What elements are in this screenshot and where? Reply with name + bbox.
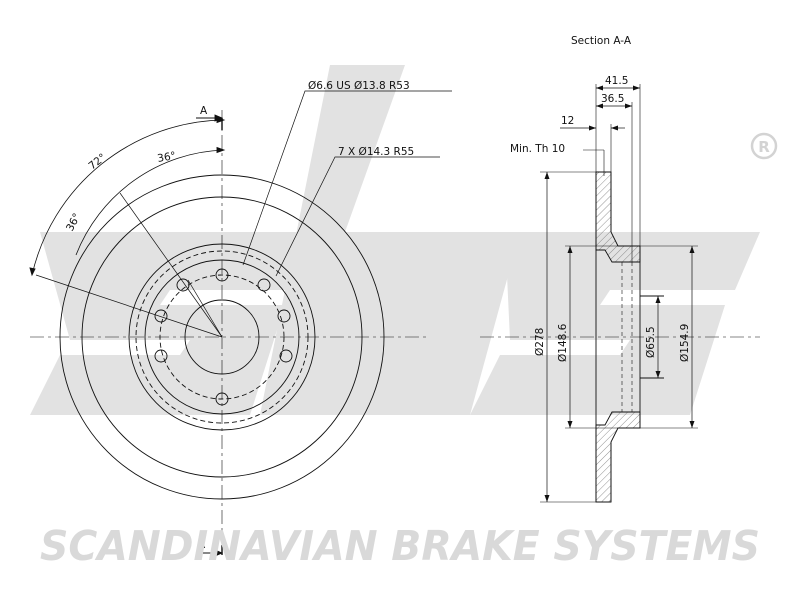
angle-36-left-label: 36° xyxy=(64,211,83,233)
hat-step-hidden-circle xyxy=(135,250,309,424)
disc-outer-edge xyxy=(59,174,385,500)
sbs-watermark-logo xyxy=(30,65,760,415)
disc-section-view xyxy=(480,84,760,503)
center-bore xyxy=(184,299,260,375)
disc-inner-braking-edge xyxy=(81,196,363,478)
disc-front-view xyxy=(29,90,452,557)
dim-41-5: 41.5 xyxy=(605,75,628,87)
bolt-hole-callout: Ø6.6 US Ø13.8 R53 xyxy=(308,80,410,92)
section-marker-top: A xyxy=(200,105,208,117)
dia-278-label: Ø278 xyxy=(534,328,546,356)
dia-154-9-label: Ø154.9 xyxy=(679,324,691,362)
brand-name: SCANDINAVIAN BRAKE SYSTEMS xyxy=(40,522,760,570)
section-marker-bottom: A xyxy=(198,539,206,551)
dia-65-5-label: Ø65.5 xyxy=(645,326,657,358)
dim-36-5: 36.5 xyxy=(601,93,624,105)
section-title: Section A-A xyxy=(571,35,632,47)
dim-12: 12 xyxy=(561,115,574,127)
hat-face-circle xyxy=(144,259,300,415)
bolt-pcd-circle xyxy=(159,274,285,400)
min-thickness-label: Min. Th 10 xyxy=(510,143,565,155)
registered-mark: R xyxy=(750,132,778,160)
stud-holes xyxy=(154,268,293,406)
angle-36-top-label: 36° xyxy=(156,150,176,165)
svg-text:R: R xyxy=(758,138,770,156)
hat-outer-circle xyxy=(128,243,316,431)
dia-148-6-label: Ø148.6 xyxy=(557,323,569,362)
stud-hole-callout: 7 X Ø14.3 R55 xyxy=(338,146,414,158)
angle-72-label: 72° xyxy=(86,151,108,172)
